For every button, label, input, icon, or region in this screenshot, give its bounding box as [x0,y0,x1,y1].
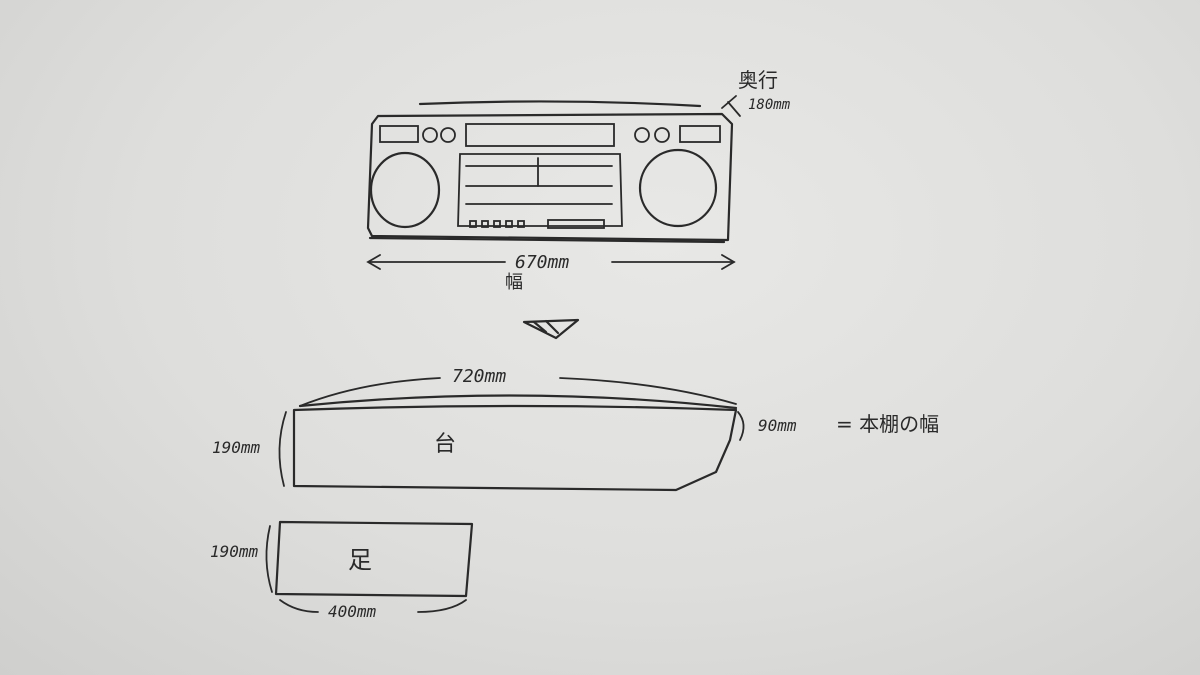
boombox-right-speaker [638,148,718,228]
leg-name: 足 [348,546,372,574]
leg-sketch [265,520,474,613]
boombox-right-knob-1 [634,127,650,143]
boombox-display [465,123,615,147]
leg-height-value: 190mm [210,542,259,561]
boombox-body [366,112,734,242]
stand-height-value: 190mm [212,438,261,457]
leg-outline [274,520,474,598]
boombox-sketch [366,95,741,244]
stand-length-value: 720mm [452,366,507,387]
boombox-right-panel [679,125,721,143]
boombox-depth-label: 奥行 [738,68,778,92]
stand-outline [292,404,738,492]
stand-depth-value: 90mm [758,416,797,435]
boombox-left-knob-2 [440,127,456,143]
boombox-width-dimension [366,254,736,270]
boombox-width-value: 670mm [515,252,570,273]
leg-length-value: 400mm [328,602,377,621]
boombox-left-knob-1 [422,127,438,143]
stand-sketch [278,377,745,492]
stand-name: 台 [434,432,457,457]
boombox-depth-value: 180mm [748,97,791,113]
boombox-left-speaker [369,151,441,229]
down-arrow [522,318,580,340]
boombox-width-label: 幅 [505,272,523,293]
boombox-left-panel [379,125,419,143]
stand-depth-note: = 本棚の幅 [836,412,940,436]
boombox-right-knob-2 [654,127,670,143]
boombox-handle [418,100,702,108]
stand-top-arc [298,394,738,410]
boombox-cassette-frame [457,153,623,227]
